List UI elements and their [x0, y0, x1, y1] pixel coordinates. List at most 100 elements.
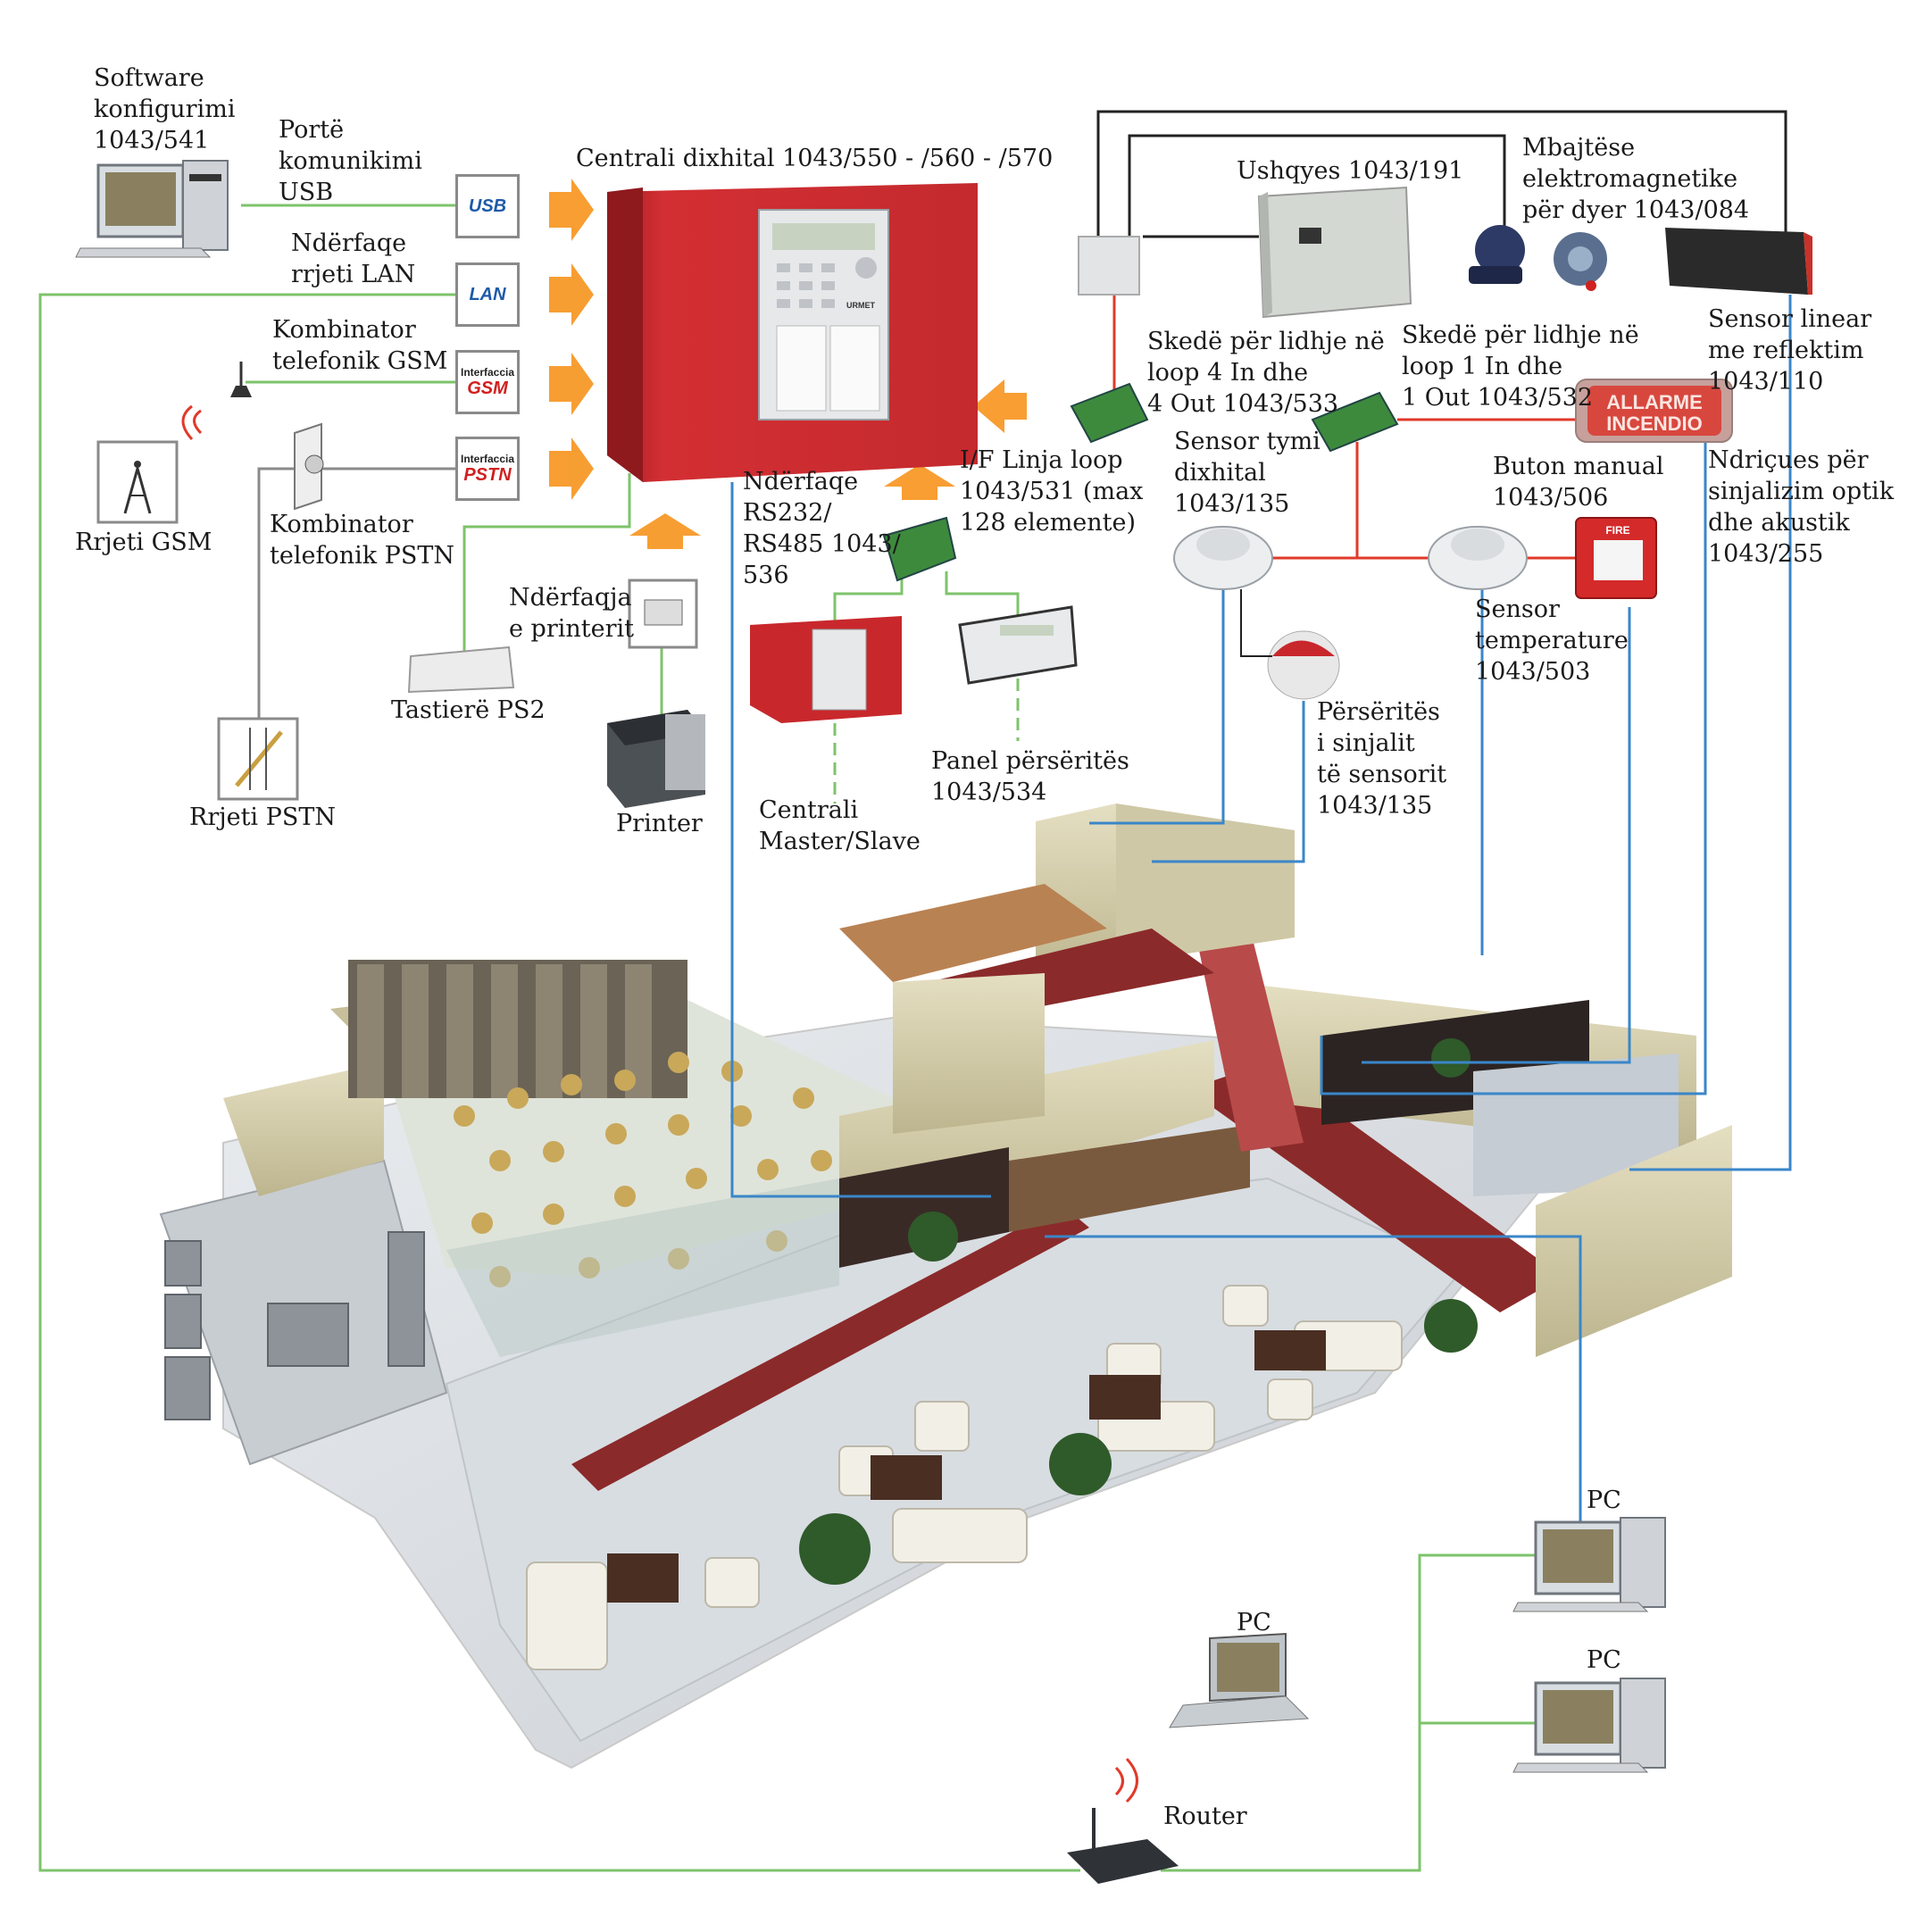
staircase: [1196, 929, 1304, 1152]
glass-partition: [446, 1178, 839, 1357]
label-gsm-network: Rrjeti GSM: [75, 529, 212, 556]
plants: [799, 1038, 1478, 1585]
black-cable-outer: [1096, 110, 1787, 237]
label-pstn-network: Rrjeti PSTN: [189, 804, 336, 831]
gsm-interface-box: Interfaccia GSM: [455, 350, 520, 414]
pc-desktop-2: [1512, 1678, 1666, 1773]
beacon-text-2: INCENDIO: [1606, 412, 1703, 435]
router-device: [1067, 1757, 1179, 1884]
black-cable-inner: [1128, 134, 1506, 237]
rs232-card: [882, 516, 957, 582]
gsm-antenna: [181, 362, 252, 441]
blue-button-wire: [1362, 607, 1631, 1064]
manual-call-point: FIRE: [1575, 517, 1657, 599]
gsm-interface-label: GSM: [467, 378, 508, 398]
label-pc-laptop: PC: [1237, 1609, 1271, 1636]
label-printer: Printer: [616, 810, 703, 837]
label-gsm-combinator: Kombinator telefonik GSM: [272, 316, 448, 375]
linear-sensor: [1665, 228, 1812, 295]
blue-pc-wire: [1045, 1235, 1582, 1522]
central-brand: URMET: [846, 301, 875, 310]
lobby-tables: [607, 1330, 1326, 1603]
pc-desktop-1: [1512, 1517, 1666, 1612]
pstn-interface-box: Interfaccia PSTN: [455, 437, 520, 501]
label-pc-1: PC: [1587, 1486, 1621, 1514]
upper-wall-right: [1116, 804, 1295, 964]
reception-dark-wall: [839, 1147, 1009, 1268]
label-usb-port: Portë komunikimi USB: [279, 116, 422, 206]
lan-green-wire: [38, 293, 1080, 1872]
laptop: [1169, 1632, 1310, 1728]
label-lan-interface: Ndërfaqe rrjeti LAN: [291, 229, 416, 288]
master-slave-panel: [750, 616, 902, 723]
label-pstn-combinator: Kombinator telefonik PSTN: [270, 511, 454, 570]
label-linear-sensor: Sensor linear me reflektim 1043/110: [1708, 305, 1872, 396]
arrow-loop: [973, 379, 1027, 433]
config-pc: [75, 160, 229, 258]
label-router: Router: [1163, 1803, 1247, 1830]
label-temperature-sensor: Sensor temperature 1043/503: [1475, 595, 1629, 686]
blue-linear-wire: [1629, 295, 1792, 1171]
label-power-supply: Ushqyes 1043/191: [1237, 157, 1464, 185]
wall-far-right: [1536, 1125, 1732, 1357]
keyboard-green-wire: [462, 473, 631, 656]
lan-interface-box: LAN: [455, 262, 520, 327]
reception-desk: [1009, 1125, 1250, 1232]
label-beacon: Ndriçues për sinjalizim optik dhe akusti…: [1708, 446, 1895, 568]
blue-central-wire: [730, 482, 991, 1198]
loop-card-1: [1311, 391, 1399, 453]
signal-repeater: [1267, 630, 1340, 700]
temperature-detector: [1428, 526, 1528, 590]
alarm-beacon: ALLARME INCENDIO: [1575, 379, 1733, 443]
pstn-interface-label: PSTN: [463, 464, 512, 485]
pstn-phone-socket: [294, 422, 324, 511]
pstn-interface-top: Interfaccia: [460, 452, 515, 465]
pstn-grey-wire: [257, 467, 455, 723]
curtains: [357, 964, 652, 1098]
usb-interface-label: USB: [468, 196, 507, 216]
arrow-gsm: [549, 353, 594, 415]
upper-wood-floor: [839, 884, 1107, 982]
arrow-usb: [549, 179, 594, 241]
arrow-rs232: [884, 464, 955, 500]
printer-interface-box: [628, 579, 698, 649]
router-green-wire: [1161, 1553, 1536, 1872]
bathroom: [1473, 1053, 1679, 1196]
label-printer-interface: Ndërfaqja e printerit: [509, 584, 634, 643]
label-software: Software konfigurimi 1043/541: [94, 64, 236, 154]
wall-left: [223, 1062, 384, 1196]
smoke-to-repeater: [1240, 589, 1272, 657]
pstn-tower-icon: [217, 717, 299, 801]
blue-beacon-wire: [1320, 442, 1707, 1095]
label-loop-card-1: Skedë për lidhje në loop 1 In dhe 1 Out …: [1402, 321, 1639, 412]
label-manual-button: Buton manual 1043/506: [1493, 453, 1664, 512]
central-panel: URMET: [607, 183, 978, 482]
repeater-panel: [958, 605, 1078, 685]
printer-device: [607, 710, 705, 808]
kitchen-equipment: [164, 1231, 425, 1420]
flow-arrows: [549, 179, 1027, 549]
label-master-slave: Centrali Master/Slave: [759, 796, 921, 855]
beacon-text-1: ALLARME: [1606, 391, 1703, 413]
label-loop-card-4: Skedë për lidhje në loop 4 In dhe 4 Out …: [1147, 328, 1385, 418]
gsm-tower-icon: [96, 440, 179, 524]
arrow-printer: [629, 513, 701, 549]
arrow-lan: [549, 263, 594, 326]
loop-card-4: [1070, 382, 1149, 444]
label-door-holder: Mbajtëse elektromagnetike për dyer 1043/…: [1522, 134, 1750, 224]
label-smoke-sensor: Sensor tymi dixhital 1043/135: [1174, 428, 1321, 518]
red-carpet-runner: [571, 1205, 1089, 1491]
junction-box: [1078, 236, 1140, 296]
label-rs232: Ndërfaqe RS232/ RS485 1043/ 536: [743, 468, 901, 589]
wiring: [38, 110, 1792, 1872]
arrow-pstn: [549, 437, 594, 500]
label-repeater-panel: Panel përsëritës 1043/534: [931, 747, 1129, 806]
call-point-text: FIRE: [1605, 524, 1629, 537]
blue-smoke-wire: [1089, 589, 1225, 825]
ps2-keyboard: [407, 645, 515, 694]
usb-interface-box: USB: [455, 174, 520, 238]
smoke-detector: [1173, 526, 1273, 590]
label-central: Centrali dixhital 1043/550 - /560 - /570: [576, 145, 1054, 172]
label-loop-interface: I/F Linja loop 1043/531 (max 128 element…: [960, 446, 1144, 537]
door-holders: [1469, 225, 1607, 291]
